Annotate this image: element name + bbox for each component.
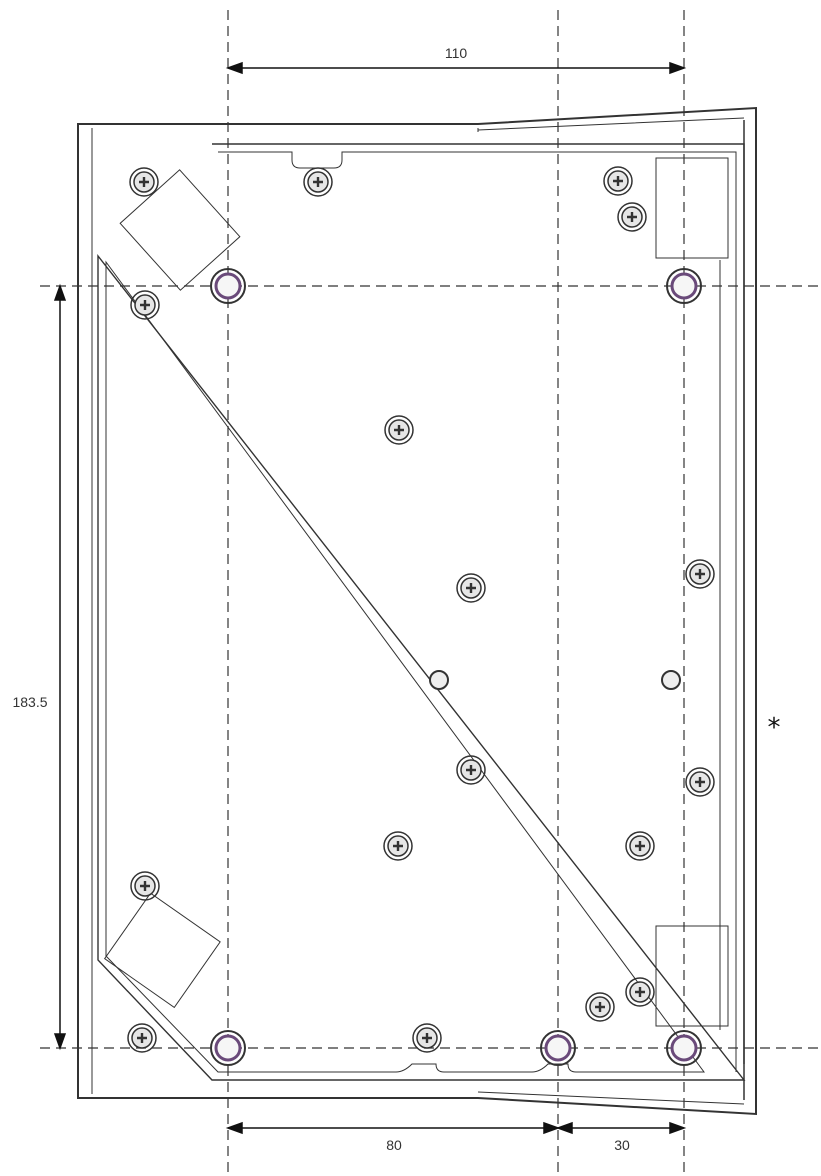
mounting-holes <box>210 268 702 1066</box>
mounting-hole <box>540 1030 576 1066</box>
arrowhead <box>225 61 243 75</box>
inner-panel-offset <box>105 151 737 1073</box>
dimension-label-top: 110 <box>445 45 468 61</box>
dimension-lines <box>53 61 687 1135</box>
plain-hole <box>429 670 449 690</box>
arrowhead <box>53 283 67 301</box>
connector-block-top-right <box>655 157 729 259</box>
screw-icon <box>617 202 647 232</box>
screw-icon <box>129 167 159 197</box>
screw-icon <box>127 1023 157 1053</box>
screw-icon <box>303 167 333 197</box>
corner-block-top-left <box>119 169 241 291</box>
screw-icon <box>585 992 615 1022</box>
corner-block-bottom-left <box>103 892 221 1009</box>
arrowhead <box>543 1121 561 1135</box>
dimension-label-left: 183.5 <box>12 694 47 710</box>
screw-icon <box>685 767 715 797</box>
mounting-hole <box>210 1030 246 1066</box>
dimension-label-bottom-left: 80 <box>386 1137 402 1153</box>
screw-icon <box>130 290 160 320</box>
screw-icon <box>603 166 633 196</box>
screw-icon <box>383 831 413 861</box>
mounting-hole <box>666 268 702 304</box>
arrowhead <box>669 1121 687 1135</box>
mounting-hole <box>210 268 246 304</box>
screw-icon <box>384 415 414 445</box>
plain-hole <box>661 670 681 690</box>
screw-icon <box>625 831 655 861</box>
screw-icon <box>685 559 715 589</box>
screws <box>127 166 715 1053</box>
screw-icon <box>625 977 655 1007</box>
arrowhead <box>225 1121 243 1135</box>
inner-panel <box>97 143 746 1081</box>
mounting-hole <box>666 1030 702 1066</box>
plain-holes <box>429 670 681 690</box>
screw-icon <box>412 1023 442 1053</box>
top-flange <box>477 117 745 132</box>
arrowhead <box>53 1033 67 1051</box>
outer-frame <box>77 106 757 1116</box>
note-marker: * <box>768 713 781 743</box>
arrowhead <box>555 1121 573 1135</box>
bottom-flange <box>477 1091 745 1105</box>
screw-icon <box>456 573 486 603</box>
screw-icon <box>456 755 486 785</box>
screw-icon <box>130 871 160 901</box>
dimension-label-bottom-right: 30 <box>614 1137 630 1153</box>
connector-block-bottom-right <box>655 925 729 1027</box>
arrowhead <box>669 61 687 75</box>
plate-outline <box>77 106 757 1116</box>
